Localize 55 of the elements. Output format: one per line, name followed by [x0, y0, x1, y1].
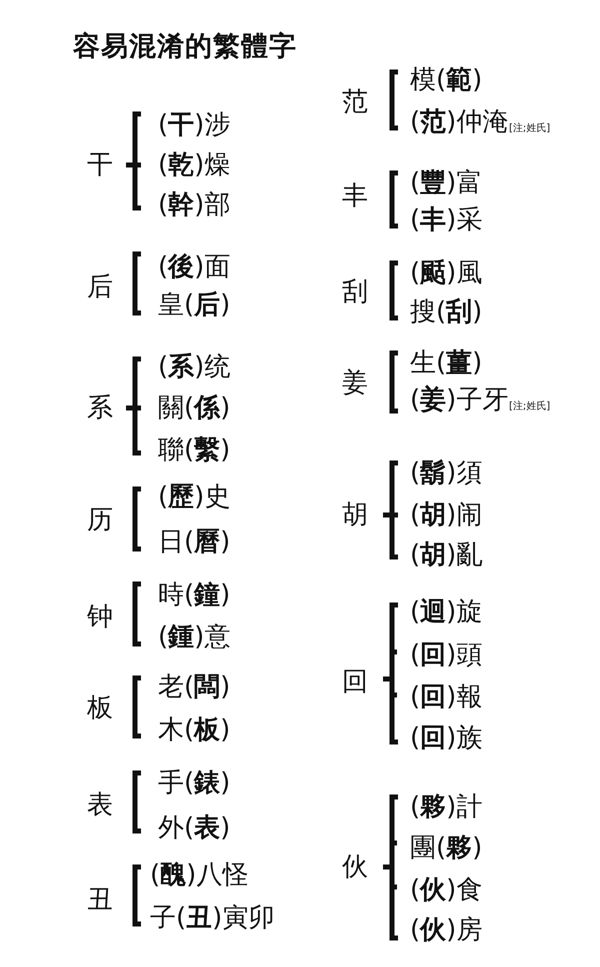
footnote: [注;姓氏]: [509, 123, 550, 135]
traditional-word: (颳)風: [410, 257, 482, 289]
traditional-word: (伙)房: [410, 914, 482, 946]
traditional-word: (迴)旋: [410, 596, 482, 628]
simplified-character: 板: [87, 692, 113, 724]
simplified-character: 丰: [342, 180, 368, 212]
traditional-word: 老(闆): [158, 671, 230, 703]
traditional-word: 木(板): [158, 714, 230, 746]
traditional-word: (夥)計: [410, 791, 482, 823]
traditional-word: (胡)亂: [410, 539, 482, 571]
traditional-word: (干)涉: [158, 109, 230, 141]
traditional-word: (幹)部: [158, 189, 230, 221]
traditional-word: 日(曆): [158, 526, 230, 558]
simplified-character: 范: [342, 86, 368, 118]
traditional-word: 聯(繫): [158, 434, 230, 466]
simplified-character: 钟: [87, 601, 113, 633]
traditional-word: (姜)子牙: [410, 384, 508, 416]
traditional-word: (系)统: [158, 351, 230, 383]
simplified-character: 刮: [342, 276, 368, 308]
traditional-word: 關(係): [158, 392, 230, 424]
footnote: [注;姓氏]: [509, 401, 550, 413]
traditional-word: (醜)八怪: [150, 859, 248, 891]
traditional-word: (回)頭: [410, 639, 482, 671]
traditional-word: (伙)食: [410, 874, 482, 906]
traditional-word: 皇(后): [158, 289, 230, 321]
traditional-word: 模(範): [410, 64, 482, 96]
traditional-word: (鍾)意: [158, 621, 230, 653]
traditional-word: 搜(刮): [410, 296, 482, 328]
simplified-character: 后: [87, 271, 113, 303]
simplified-character: 干: [87, 149, 113, 181]
title: 容易混淆的繁體字: [73, 30, 297, 64]
simplified-character: 伙: [342, 851, 368, 883]
simplified-character: 姜: [342, 367, 368, 399]
simplified-character: 系: [87, 392, 113, 424]
traditional-word: 生(薑): [410, 347, 482, 379]
traditional-word: (歷)史: [158, 481, 230, 513]
traditional-word: 時(鐘): [158, 579, 230, 611]
simplified-character: 回: [342, 666, 368, 698]
traditional-word: 手(錶): [158, 767, 230, 799]
simplified-character: 表: [87, 789, 113, 821]
traditional-word: 外(表): [158, 812, 230, 844]
traditional-word: (回)族: [410, 722, 482, 754]
traditional-word: (胡)闹: [410, 499, 482, 531]
traditional-word: (乾)燥: [158, 149, 230, 181]
traditional-word: (范)仲淹: [410, 106, 508, 138]
traditional-word: 子(丑)寅卯: [150, 902, 274, 934]
traditional-word: (丰)采: [410, 204, 482, 236]
simplified-character: 历: [87, 504, 113, 536]
simplified-character: 丑: [87, 884, 113, 916]
traditional-word: (回)報: [410, 681, 482, 713]
traditional-word: (豐)富: [410, 167, 482, 199]
traditional-word: (鬍)須: [410, 457, 482, 489]
simplified-character: 胡: [342, 499, 368, 531]
traditional-word: 團(夥): [410, 832, 482, 864]
traditional-word: (後)面: [158, 251, 230, 283]
